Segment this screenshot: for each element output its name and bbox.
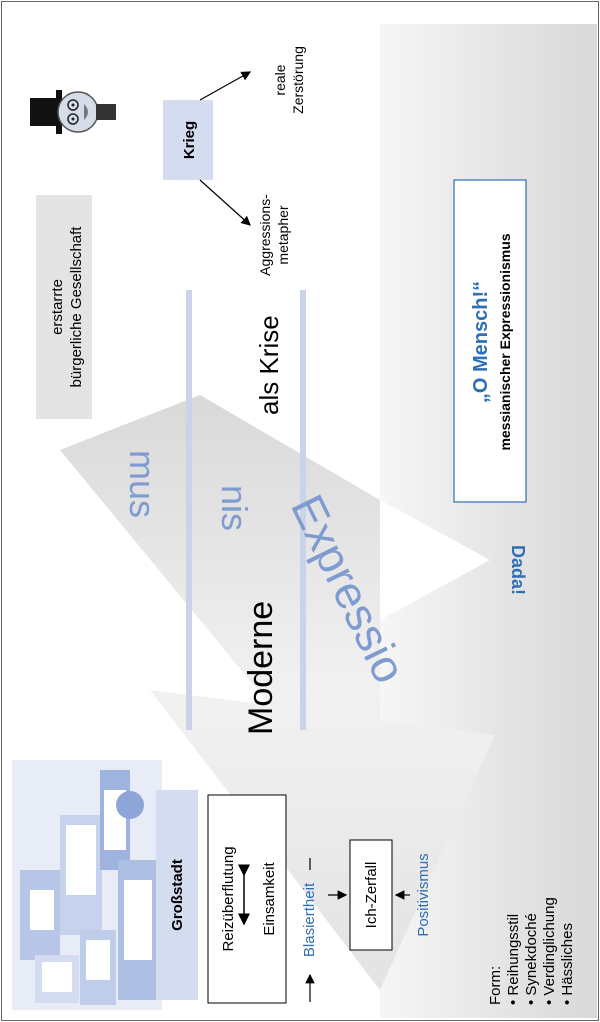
messianisch-label: messianischer Expressionismus: [497, 233, 513, 450]
moderne-right-line: [300, 290, 306, 730]
als-krise-label: als Krise: [254, 315, 284, 415]
form-item-3: • Verdinglichung: [541, 897, 558, 1005]
dada-label: Dada!: [508, 545, 528, 595]
aggressions-line-2: metapher: [275, 205, 291, 264]
blasiertheit-label: Blasiertheit: [301, 882, 318, 957]
moderne-label: Moderne: [242, 601, 280, 735]
buergerliche-line-1: erstarrte: [49, 279, 66, 335]
krieg-arrow-up: [199, 71, 252, 101]
form-item-1: • Reihungsstil: [505, 914, 522, 1005]
aggressions-line-1: Aggressions-: [257, 194, 273, 276]
reizueberflutung-label: Reizüberflutung: [220, 846, 237, 951]
krieg-box: [163, 100, 213, 180]
ich-zerfall-box: [349, 839, 393, 951]
man-with-top-hat-icon: [30, 90, 116, 134]
buergerliche-line-2: bürgerliche Gesellschaft: [68, 226, 85, 388]
form-item-4: • Hässliches: [559, 923, 576, 1005]
moderne-left-line: [186, 290, 192, 730]
krieg-arrow-down: [199, 179, 251, 226]
ich-zerfall-label: Ich-Zerfall: [363, 862, 380, 929]
o-mensch-label: „O Mensch!“: [470, 281, 492, 403]
reale-line-2: Zerstörung: [290, 46, 306, 114]
city-buildings-icon: [12, 760, 162, 1010]
krieg-label: Krieg: [181, 121, 198, 159]
o-mensch-box: [453, 179, 527, 503]
expressionismus-part-3: mus: [122, 450, 163, 518]
form-item-2: • Synekdoché: [523, 913, 540, 1005]
positivismus-label: Positivismus: [415, 853, 432, 936]
expressionismus-part-2: nis: [214, 485, 255, 531]
grossstadt-box: [156, 790, 198, 1000]
form-label: Form:: [487, 966, 504, 1005]
einsamkeit-label: Einsamkeit: [261, 861, 278, 935]
buergerliche-box: [36, 195, 92, 419]
grossstadt-label: Großstadt: [169, 859, 186, 931]
reale-line-1: reale: [272, 64, 288, 95]
